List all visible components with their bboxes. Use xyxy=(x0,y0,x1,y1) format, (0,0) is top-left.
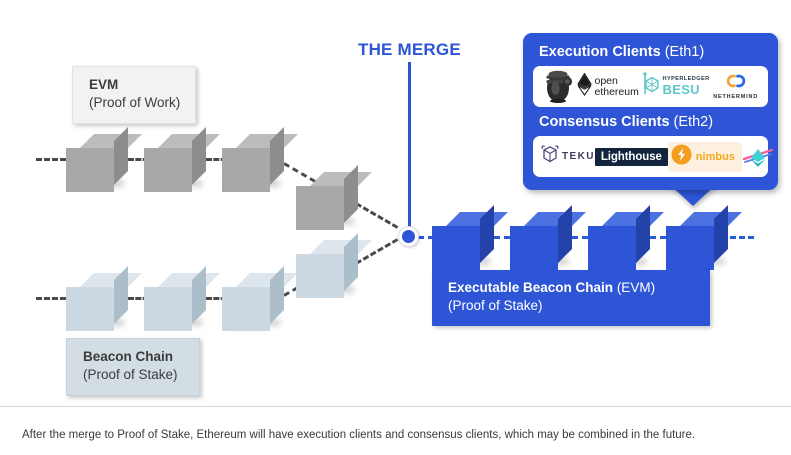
chain-dash-merged-4 xyxy=(730,236,754,239)
figure-caption: After the merge to Proof of Stake, Ether… xyxy=(22,429,696,441)
nimbus-wordmark: nimbus xyxy=(695,150,735,163)
callout-heading-consensus: Consensus Clients (Eth2) xyxy=(539,114,768,130)
chain-dash-pow-0 xyxy=(36,158,66,161)
execution-clients-logo-row: open ethereum HYPERLEDGER BESU xyxy=(533,66,768,107)
label-beacon-chain: Beacon Chain (Proof of Stake) xyxy=(66,338,200,396)
prysm-prism-icon xyxy=(742,145,774,169)
merged-block-1 xyxy=(432,205,508,270)
pow-block-3 xyxy=(222,127,298,192)
chain-dash-merged-3 xyxy=(650,236,676,239)
besu-wordmark: HYPERLEDGER BESU xyxy=(663,77,710,96)
teku-cube-icon xyxy=(541,145,559,169)
beacon-block-3 xyxy=(222,266,298,331)
chain-dash-pow-1 xyxy=(128,158,156,161)
merge-stem-line xyxy=(408,62,411,230)
chain-dash-beacon-1 xyxy=(128,297,156,300)
lighthouse-wordmark: Lighthouse xyxy=(594,147,668,166)
label-exec-line2: (Proof of Stake) xyxy=(448,297,543,313)
beacon-block-1 xyxy=(66,266,142,331)
nimbus-circle-icon xyxy=(671,144,692,170)
openethereum-word-open: open xyxy=(594,74,618,87)
callout-heading-consensus-sub: (Eth2) xyxy=(669,114,714,130)
clients-callout: Execution Clients (Eth1) xyxy=(523,33,778,190)
label-exec-line1-sub: (EVM) xyxy=(613,280,656,295)
hyperledger-besu-logo: HYPERLEDGER BESU xyxy=(642,71,710,102)
nethermind-wordmark: NETHERMIND xyxy=(713,93,759,100)
openethereum-word-ethereum: ethereum xyxy=(594,85,639,98)
beacon-block-4 xyxy=(296,233,372,298)
consensus-clients-logo-row: TEKU Lighthouse nimbus xyxy=(533,136,774,177)
teku-wordmark: TEKU xyxy=(562,151,595,162)
merge-title: THE MERGE xyxy=(358,40,461,59)
nimbus-logo: nimbus xyxy=(667,141,742,172)
besu-word-besu: BESU xyxy=(662,81,700,97)
label-evm-line2: (Proof of Work) xyxy=(89,94,181,110)
nethermind-cc-icon xyxy=(723,74,749,93)
footer-divider xyxy=(0,406,791,407)
chain-dash-merged-2 xyxy=(572,236,598,239)
label-beacon-line2: (Proof of Stake) xyxy=(83,366,178,382)
nethermind-logo: NETHERMIND xyxy=(713,74,758,100)
label-beacon-line1: Beacon Chain xyxy=(83,349,174,364)
pow-block-4 xyxy=(296,165,372,230)
teku-logo: TEKU xyxy=(541,145,595,169)
label-evm-line1: EVM xyxy=(89,77,119,92)
callout-heading-execution-bold: Execution Clients xyxy=(539,44,661,60)
label-executable-beacon-chain: Executable Beacon Chain (EVM) (Proof of … xyxy=(432,270,710,326)
callout-heading-execution: Execution Clients (Eth1) xyxy=(539,44,768,60)
chain-dash-beacon-2 xyxy=(206,297,234,300)
openethereum-wordmark: open ethereum xyxy=(594,74,639,98)
lighthouse-logo: Lighthouse xyxy=(594,147,668,166)
besu-word-hyperledger: HYPERLEDGER xyxy=(662,76,710,83)
callout-heading-execution-sub: (Eth1) xyxy=(660,44,705,60)
label-exec-line1-bold: Executable Beacon Chain xyxy=(448,280,614,295)
merge-node-dot xyxy=(399,227,418,246)
beacon-block-2 xyxy=(144,266,220,331)
besu-hex-icon xyxy=(642,71,660,102)
ethereum-diamond-icon xyxy=(576,71,592,101)
chain-dash-pow-4 xyxy=(355,202,399,229)
merged-block-4 xyxy=(666,205,742,270)
openethereum-logo: open ethereum xyxy=(576,71,639,101)
chain-dash-merged-1 xyxy=(494,236,520,239)
callout-heading-consensus-bold: Consensus Clients xyxy=(539,114,670,130)
chain-dash-pow-2 xyxy=(206,158,234,161)
label-exec-line1: Executable Beacon Chain (EVM) xyxy=(448,279,696,297)
label-evm: EVM (Proof of Work) xyxy=(72,66,196,124)
geth-gopher-icon xyxy=(543,70,573,103)
chain-dash-beacon-0 xyxy=(36,297,66,300)
chain-dash-merged-0 xyxy=(418,236,434,239)
pow-block-2 xyxy=(144,127,220,192)
merged-block-2 xyxy=(510,205,586,270)
merged-block-3 xyxy=(588,205,664,270)
pow-block-1 xyxy=(66,127,142,192)
